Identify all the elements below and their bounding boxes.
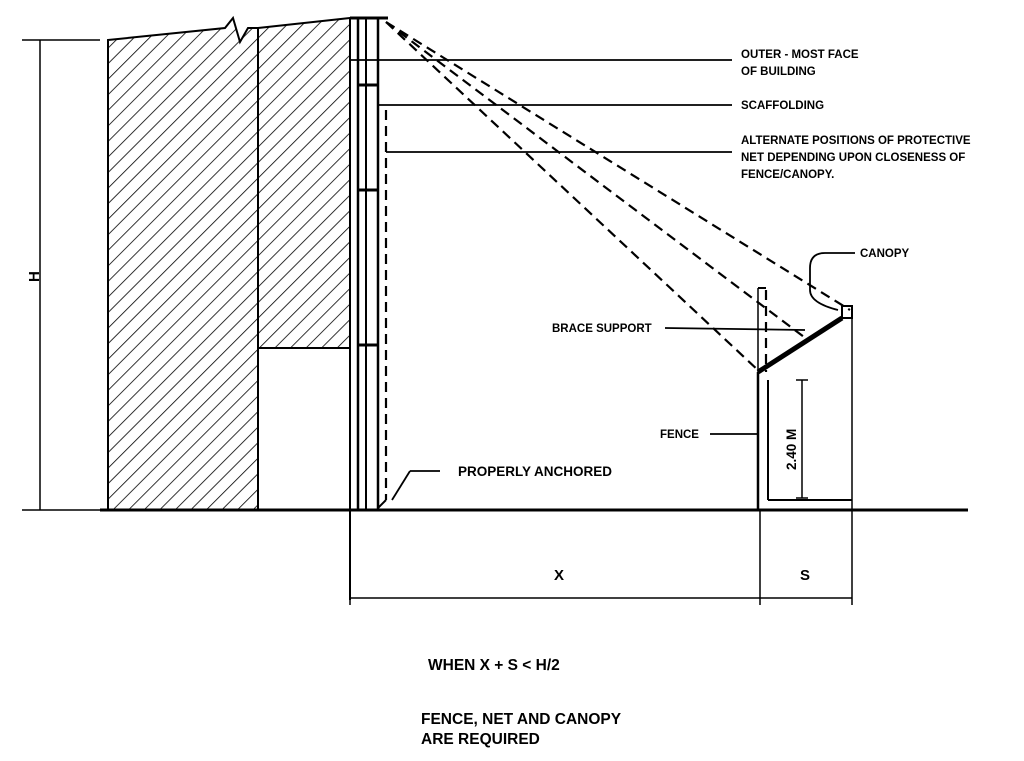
leader-lines xyxy=(350,59,855,501)
label-properly-anchored: PROPERLY ANCHORED xyxy=(458,464,612,479)
label-outer-face-1: OUTER - MOST FACE xyxy=(741,49,859,61)
label-dim-s: S xyxy=(800,567,810,584)
note-requirement-2: ARE REQUIRED xyxy=(421,731,540,748)
dimension-h xyxy=(22,39,100,511)
fence-canopy xyxy=(756,287,853,510)
label-alternate-1: ALTERNATE POSITIONS OF PROTECTIVE xyxy=(741,135,971,147)
label-fence: FENCE xyxy=(660,429,699,441)
label-alternate-2: NET DEPENDING UPON CLOSENESS OF xyxy=(741,152,965,164)
note-condition: WHEN X + S < H/2 xyxy=(428,657,560,674)
protective-net xyxy=(384,21,851,500)
building-hatch-upper xyxy=(257,16,351,349)
label-alternate-3: FENCE/CANOPY. xyxy=(741,169,834,181)
label-scaffolding: SCAFFOLDING xyxy=(741,100,824,112)
building-hatch-left xyxy=(107,15,259,511)
label-outer-face-2: OF BUILDING xyxy=(741,66,816,78)
building-lower-void xyxy=(257,347,351,511)
label-canopy: CANOPY xyxy=(860,248,910,260)
dimension-x-s xyxy=(349,510,853,605)
label-dim-x: X xyxy=(554,567,564,584)
dimension-fence-height xyxy=(796,379,808,499)
label-brace-support: BRACE SUPPORT xyxy=(552,323,652,335)
note-requirement-1: FENCE, NET AND CANOPY xyxy=(421,711,622,728)
building xyxy=(107,15,351,600)
label-fence-height: 2.40 M xyxy=(784,429,799,470)
label-dim-h: H xyxy=(26,271,43,282)
scaffolding xyxy=(350,16,388,510)
